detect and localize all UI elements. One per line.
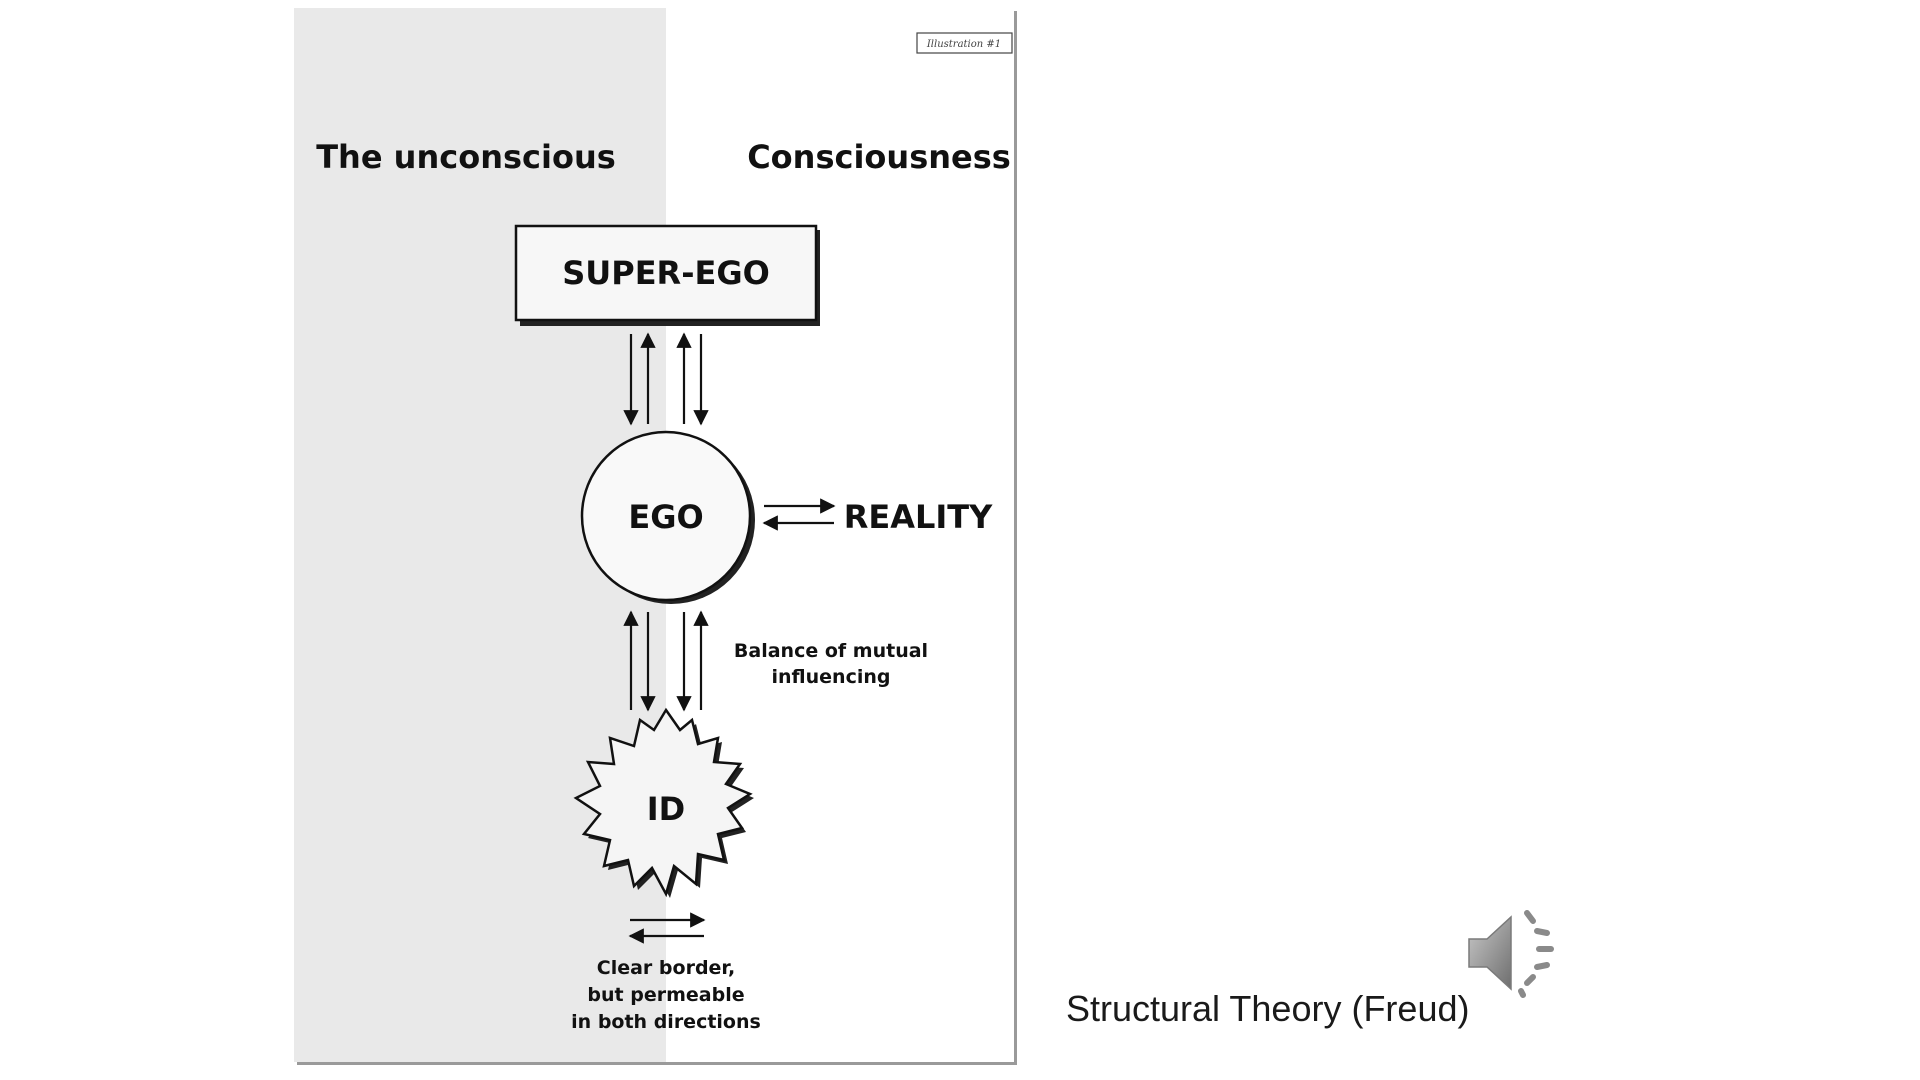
balance-label-line2: influencing — [772, 666, 891, 688]
slide-caption: Structural Theory (Freud) — [1066, 988, 1470, 1029]
reality-label: REALITY — [844, 498, 993, 536]
structural-theory-figure: Illustration #1 The unconscious Consciou… — [294, 8, 1014, 1062]
superego-label: SUPER-EGO — [562, 254, 770, 292]
consciousness-label: Consciousness — [747, 138, 1011, 176]
corner-tag-text: Illustration #1 — [926, 39, 1001, 50]
border-arrows — [628, 912, 706, 944]
corner-tag: Illustration #1 — [916, 32, 1013, 54]
unconscious-label: The unconscious — [316, 138, 616, 176]
speaker-icon[interactable] — [1465, 903, 1565, 1003]
ego-circle: EGO — [580, 430, 755, 604]
balance-label-line1: Balance of mutual — [734, 640, 928, 662]
id-label: ID — [647, 790, 685, 828]
border-label-line1: Clear border, — [597, 957, 735, 979]
border-label-line3: in both directions — [571, 1011, 761, 1033]
ego-reality-arrows — [762, 498, 836, 531]
superego-ego-arrows — [623, 332, 709, 426]
superego-box: SUPER-EGO — [514, 224, 820, 326]
id-blob: ID — [573, 707, 754, 898]
ego-label: EGO — [628, 498, 703, 536]
border-label-line2: but permeable — [587, 984, 744, 1006]
ego-id-arrows — [623, 610, 709, 712]
